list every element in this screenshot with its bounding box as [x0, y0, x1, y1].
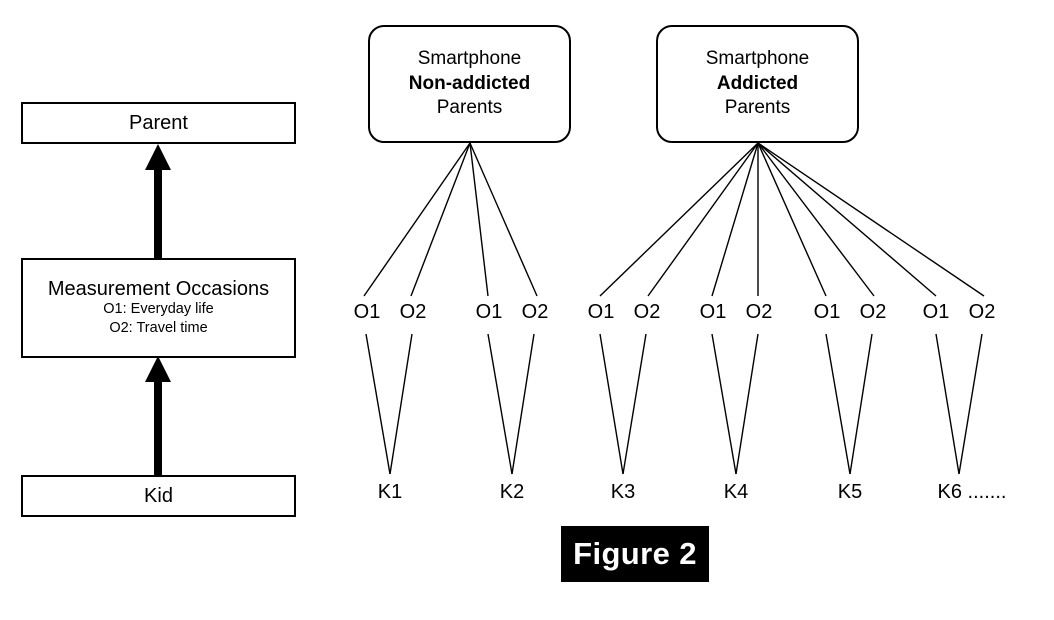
kid-label: K6 .......: [937, 481, 1007, 503]
kid-label: K1: [377, 481, 403, 503]
group-line-smartphone: Smartphone: [705, 47, 810, 69]
level-title-parent: Parent: [129, 111, 188, 134]
kid-label: K4: [723, 481, 749, 503]
level-title-kid: Kid: [144, 484, 173, 507]
level-subline-o2: O2: Travel time: [109, 320, 208, 337]
group-line-non-addicted: Non-addicted: [408, 72, 531, 94]
level-title-measurement-occasions: Measurement Occasions: [47, 277, 270, 300]
occasion-label: O1: [699, 301, 727, 323]
level-box-measurement-occasions: Measurement Occasions O1: Everyday life …: [21, 258, 296, 358]
occasion-label: O2: [859, 301, 887, 323]
group-line-parents: Parents: [724, 97, 791, 119]
group-box-non-addicted-parents: Smartphone Non-addicted Parents: [368, 25, 571, 143]
occasion-label: O2: [633, 301, 661, 323]
occasion-label: O2: [521, 301, 549, 323]
level-box-parent: Parent: [21, 102, 296, 144]
figure-caption: Figure 2: [561, 526, 709, 582]
v-connectors-occasions-to-kids: [365, 333, 983, 475]
occasion-label: O1: [587, 301, 615, 323]
group-line-parents: Parents: [436, 97, 503, 119]
level-subline-o1: O1: Everyday life: [103, 301, 214, 318]
fan-addicted: [599, 142, 985, 297]
level-box-kid: Kid: [21, 475, 296, 517]
occasion-label: O2: [968, 301, 996, 323]
occasion-label: O1: [353, 301, 381, 323]
kid-label: K3: [610, 481, 636, 503]
occasion-label: O1: [922, 301, 950, 323]
kid-label: K5: [837, 481, 863, 503]
group-line-addicted: Addicted: [716, 72, 799, 94]
occasion-label: O2: [399, 301, 427, 323]
occasion-label: O1: [813, 301, 841, 323]
arrow-kid-to-occasions: [145, 356, 171, 475]
occasion-label: O1: [475, 301, 503, 323]
fan-non-addicted: [363, 142, 538, 297]
occasion-label: O2: [745, 301, 773, 323]
arrow-occasions-to-parent: [145, 144, 171, 258]
group-line-smartphone: Smartphone: [417, 47, 522, 69]
group-box-addicted-parents: Smartphone Addicted Parents: [656, 25, 859, 143]
kid-label: K2: [499, 481, 525, 503]
